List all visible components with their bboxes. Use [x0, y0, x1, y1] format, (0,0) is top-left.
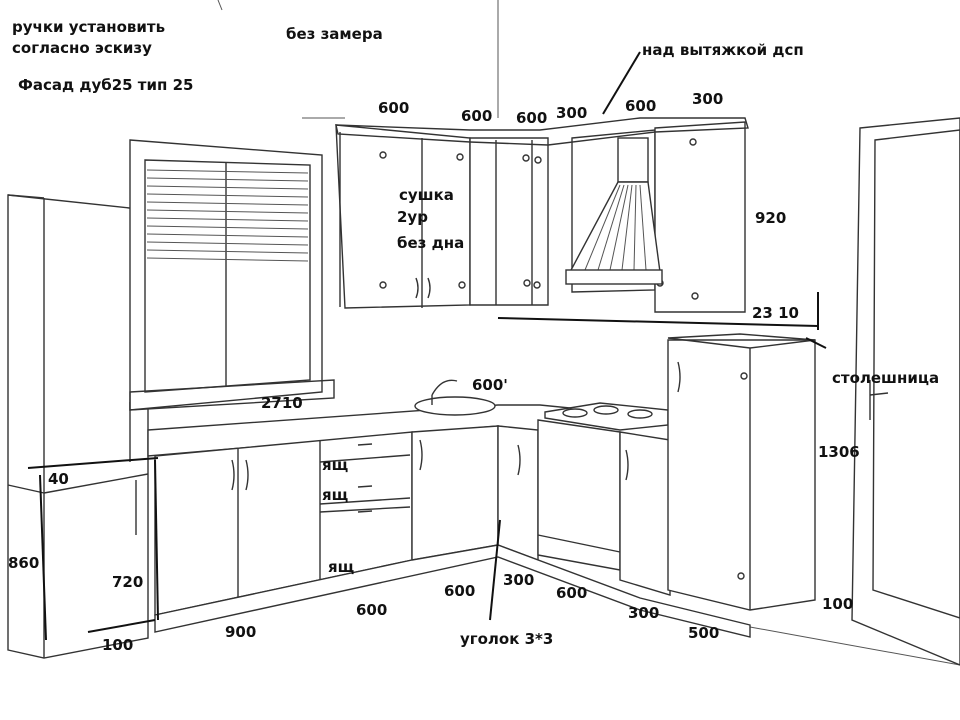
dim-600-corner: 600: [444, 582, 475, 600]
base-cabinets: [147, 404, 751, 638]
sink-and-stove: [414, 379, 669, 431]
dim-600-oven: 600: [556, 584, 587, 602]
note-above-hood: над вытяжкой дсп: [642, 41, 804, 59]
labels: ручки установить согласно эскизу Фасад д…: [8, 18, 939, 654]
dim-300-corner: 300: [503, 571, 534, 589]
dim-sink-600: 600': [472, 376, 508, 394]
drawer-label-3: ящ: [328, 558, 354, 576]
range-hood: [565, 137, 663, 285]
dim-900: 900: [225, 623, 256, 641]
dimension-lines: [27, 51, 827, 641]
window: [129, 139, 335, 411]
dim-top-600-d: 600: [625, 97, 656, 115]
door: [851, 117, 960, 666]
dim-720: 720: [112, 573, 143, 591]
note-handles: ручки установить: [12, 18, 165, 36]
dim-40: 40: [48, 470, 69, 488]
dim-length-2710: 2710: [261, 394, 303, 412]
dim-860: 860: [8, 554, 39, 572]
dim-tall-1306: 1306: [818, 443, 860, 461]
dim-height-920: 920: [755, 209, 786, 227]
note-dryer-1: сушка: [399, 186, 454, 204]
window-blinds: [146, 169, 309, 262]
drawer-label-1: ящ: [322, 456, 348, 474]
note-dryer-3: без дна: [397, 234, 464, 252]
dim-500: 500: [688, 624, 719, 642]
note-countertop: столешница: [832, 369, 939, 387]
dim-gap-2310: 23 10: [752, 304, 799, 322]
dim-top-300-a: 300: [556, 104, 587, 122]
dim-top-600-b: 600: [461, 107, 492, 125]
note-facade: Фасад дуб25 тип 25: [18, 76, 193, 94]
note-dryer-2: 2ур: [397, 208, 428, 226]
tall-cabinet: [667, 333, 816, 611]
dim-top-300-b: 300: [692, 90, 723, 108]
dim-300-bottom: 300: [628, 604, 659, 622]
dim-100-right: 100: [822, 595, 853, 613]
note-corner: уголок 3*3: [460, 630, 553, 648]
drawer-label-2: ящ: [322, 486, 348, 504]
dim-top-600-a: 600: [378, 99, 409, 117]
note-no-measure: без замера: [286, 25, 383, 43]
note-handles-sub: согласно эскизу: [12, 39, 152, 57]
dim-top-600-c: 600: [516, 109, 547, 127]
dim-600-front: 600: [356, 601, 387, 619]
dim-100-left: 100: [102, 636, 133, 654]
